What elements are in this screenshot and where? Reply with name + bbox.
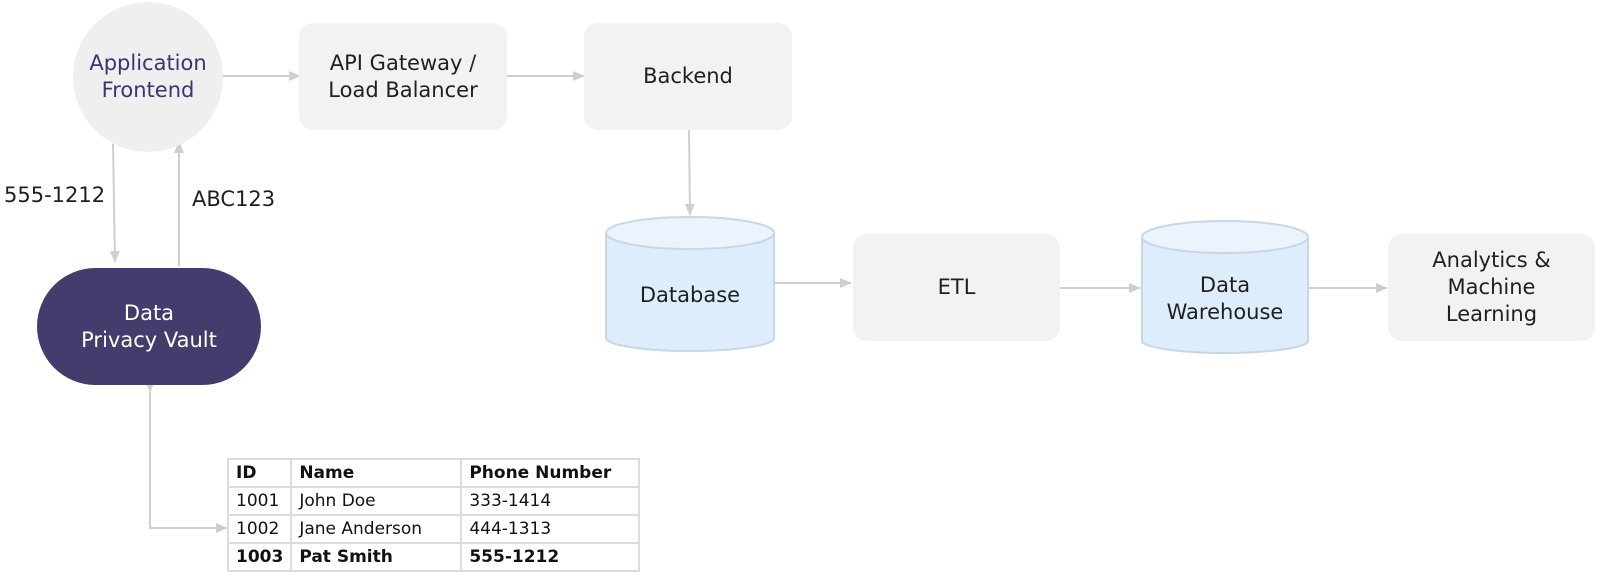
warehouse-cylinder [1141, 220, 1309, 355]
etl-label: ETL [937, 275, 976, 299]
database-label: Database [639, 282, 741, 307]
cell-phone: 333-1414 [460, 486, 641, 516]
etl-node: ETL [853, 234, 1060, 341]
data-warehouse-node: Data Warehouse [1142, 254, 1308, 344]
column-header-id: ID [226, 458, 293, 488]
api-gateway-label: API Gateway / Load Balancer [328, 50, 478, 102]
cell-phone: 555-1212 [460, 542, 641, 572]
database-cylinder [605, 216, 775, 352]
arrow-backend-to-database [684, 129, 695, 216]
cell-phone: 444-1313 [460, 514, 641, 544]
table-row: 1001 John Doe 333-1414 [226, 486, 641, 516]
analytics-label: Analytics & Machine Learning [1432, 248, 1551, 326]
data-privacy-vault-label: Data Privacy Vault [81, 300, 217, 352]
edge-label-from-vault: ABC123 [192, 187, 276, 211]
data-warehouse-label: Data Warehouse [1166, 273, 1284, 324]
column-header-phone: Phone Number [460, 458, 641, 488]
cell-id: 1003 [226, 542, 293, 572]
data-privacy-vault-node: Data Privacy Vault [37, 268, 261, 385]
table-row-highlighted: 1003 Pat Smith 555-1212 [226, 542, 641, 572]
table-row: 1002 Jane Anderson 444-1313 [226, 514, 641, 544]
api-gateway-node: API Gateway / Load Balancer [299, 23, 507, 130]
cell-name: John Doe [290, 486, 463, 516]
application-frontend-label: Application Frontend [89, 51, 207, 102]
table-header-row: ID Name Phone Number [226, 458, 641, 488]
backend-label: Backend [643, 64, 733, 88]
column-header-name: Name [290, 458, 463, 488]
cell-name: Pat Smith [290, 542, 463, 572]
edge-label-to-vault: 555-1212 [4, 183, 106, 207]
analytics-node: Analytics & Machine Learning [1388, 234, 1595, 341]
backend-node: Backend [584, 23, 792, 130]
vault-records-table: ID Name Phone Number 1001 John Doe 333-1… [226, 458, 641, 572]
application-frontend-node: Application Frontend [73, 2, 223, 152]
cell-name: Jane Anderson [290, 514, 463, 544]
cell-id: 1001 [226, 486, 293, 516]
arrow-frontend-to-vault [109, 143, 120, 263]
cell-id: 1002 [226, 514, 293, 544]
arrow-vault-to-table [145, 381, 228, 533]
database-node: Database [606, 250, 774, 340]
